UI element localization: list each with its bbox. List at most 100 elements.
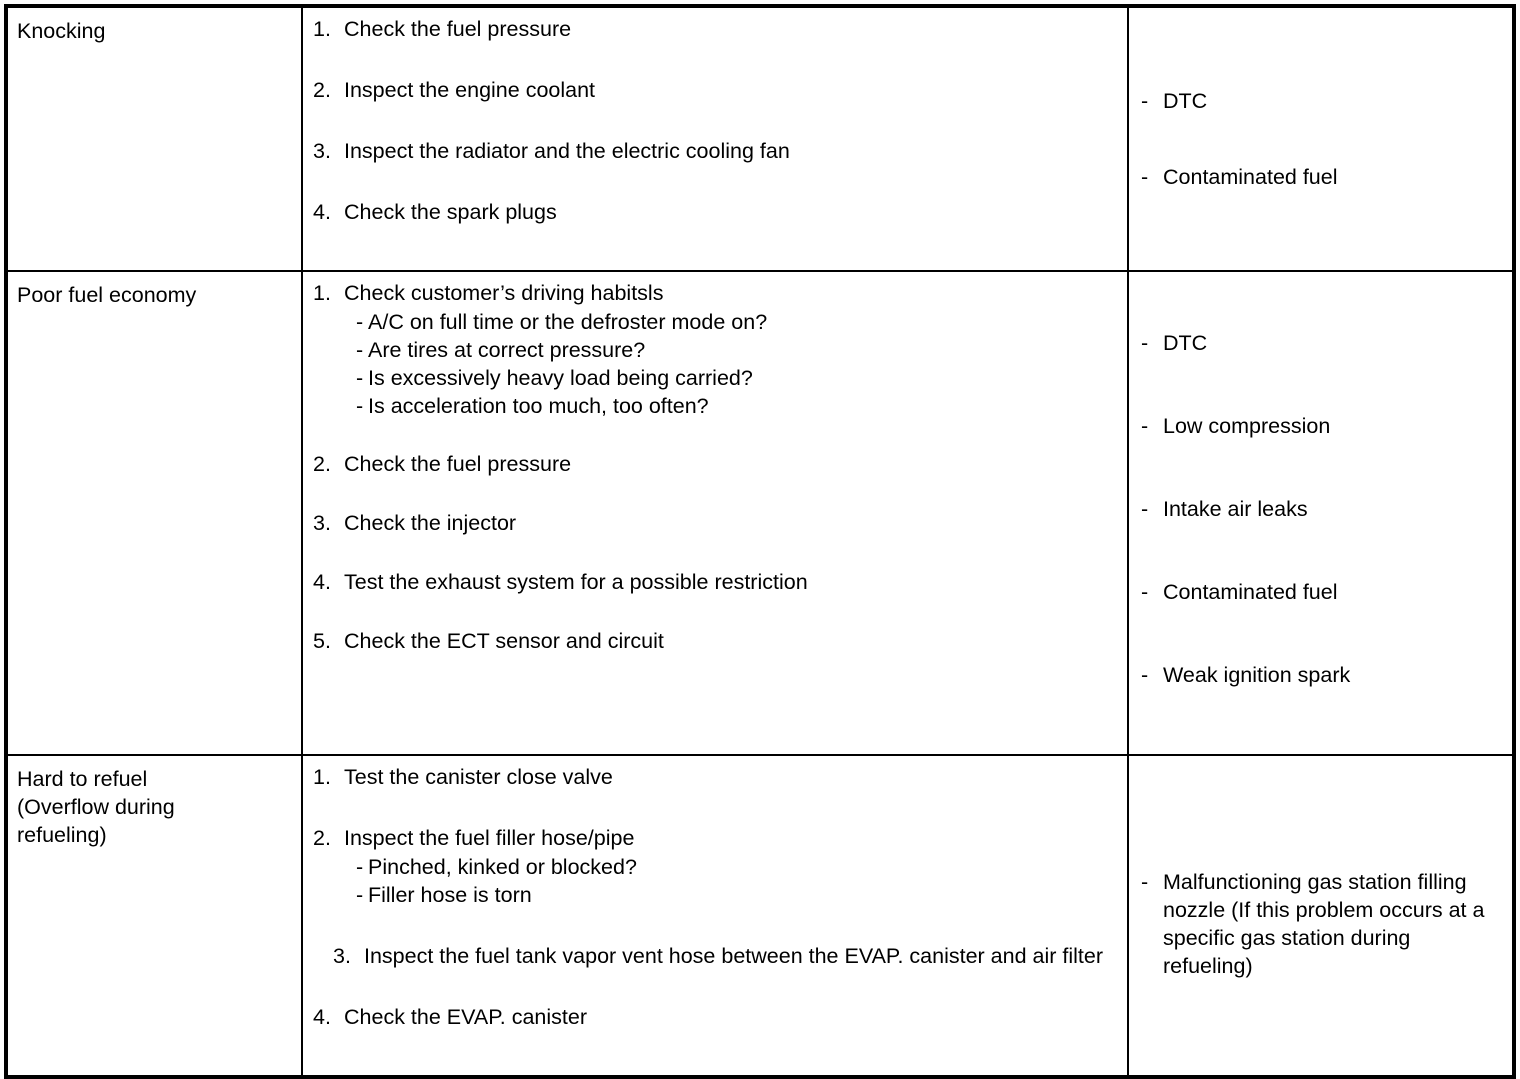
cause-label: Intake air leaks xyxy=(1163,496,1308,521)
cause-text: -DTC -Contaminated fuel xyxy=(1129,8,1512,250)
cause-list: -DTC -Contaminated fuel xyxy=(1141,16,1502,192)
step-number: 1. xyxy=(313,280,331,305)
step-number: 3. xyxy=(313,138,331,163)
step-item: 3. Inspect the radiator and the electric … xyxy=(313,138,1117,166)
cause-item: -Contaminated fuel xyxy=(1141,164,1502,192)
substep-item: -Pinched, kinked or blocked? xyxy=(325,854,1117,882)
cause-label: DTC xyxy=(1163,89,1208,113)
substep-text: Is acceleration too much, too often? xyxy=(368,393,709,418)
step-item: 4.Test the exhaust system for a possible… xyxy=(313,569,1117,597)
cause-text: -Malfunctioning gas station filling nozz… xyxy=(1129,756,1512,991)
substep-item: -Are tires at correct pressure? xyxy=(325,337,1117,365)
substep-item: -Is acceleration too much, too often? xyxy=(325,393,1117,421)
step-number: 3. xyxy=(333,944,351,969)
step-text: Check the fuel pressure xyxy=(344,452,572,477)
cause-label: Low compression xyxy=(1163,413,1331,438)
cause-cell: -Malfunctioning gas station filling nozz… xyxy=(1127,754,1515,1079)
cause-item: -Weak ignition spark xyxy=(1141,662,1502,690)
procedure-cell: 1. Check customer’s driving habitsls -A/C… xyxy=(301,269,1129,757)
dash-glyph: - xyxy=(356,883,364,908)
dash-glyph: - xyxy=(1141,330,1149,355)
symptom-cell: Hard to refuel (Overflow during refuelin… xyxy=(5,754,303,1079)
step-main: 4. Check the spark plugs xyxy=(313,199,1117,227)
cause-label: DTC xyxy=(1163,330,1208,355)
step-item: 2.Inspect the engine coolant xyxy=(313,77,1117,105)
cause-label: Malfunctioning gas station filling nozzl… xyxy=(1163,870,1485,979)
step-item: 3.Check the injector xyxy=(313,510,1117,538)
dash-glyph: - xyxy=(356,309,364,334)
step-text: Inspect the fuel filler hose/pipe xyxy=(344,826,635,851)
table-row: Poor fuel economy 1. Check customer’s dri… xyxy=(5,269,1515,757)
dash-glyph: - xyxy=(1141,496,1149,521)
step-main: 4.Check the EVAP. canister xyxy=(313,1004,1117,1032)
step-item: 4.Check the EVAP. canister xyxy=(313,1004,1117,1032)
symptom-text: Poor fuel economy xyxy=(8,272,301,320)
cause-list: -Malfunctioning gas station filling nozz… xyxy=(1141,764,1502,981)
step-number: 2. xyxy=(313,77,331,102)
dash-glyph: - xyxy=(1141,89,1149,113)
dash-glyph: - xyxy=(356,365,364,390)
dash-glyph: - xyxy=(1141,413,1149,438)
step-text: Check customer’s driving habitsls xyxy=(344,280,664,305)
step-main: 5.Check the ECT sensor and circuit xyxy=(313,628,1117,656)
dash-glyph: - xyxy=(1141,164,1149,189)
dash-glyph: - xyxy=(356,393,364,418)
cause-cell: -DTC -Contaminated fuel xyxy=(1127,5,1515,272)
step-list: 1.Check the fuel pressure 2.Inspect the … xyxy=(313,16,1117,227)
step-main: 2.Inspect the engine coolant xyxy=(313,77,1117,105)
symptom-cell: Poor fuel economy xyxy=(5,269,303,757)
step-text: Check the injector xyxy=(344,511,517,536)
procedure-text: 1.Test the canister close valve 2.Inspec… xyxy=(303,756,1127,1075)
dash-glyph: - xyxy=(1141,662,1149,687)
troubleshooting-table: Knocking 1.Check the fuel pressure 2.Ins… xyxy=(4,4,1516,1079)
cause-item: -Low compression xyxy=(1141,413,1502,441)
step-text: Check the spark plugs xyxy=(344,199,557,224)
procedure-cell: 1.Check the fuel pressure 2.Inspect the … xyxy=(301,5,1129,272)
step-main: 3. Inspect the fuel tank vapor vent hose … xyxy=(313,943,1117,971)
symptom-line: Poor fuel economy xyxy=(17,282,197,307)
step-item: 5.Check the ECT sensor and circuit xyxy=(313,628,1117,656)
step-text: Check the fuel pressure xyxy=(344,17,572,41)
page-sheet: Knocking 1.Check the fuel pressure 2.Ins… xyxy=(0,4,1520,1079)
step-main: 1. Check the fuel pressure xyxy=(313,16,1117,44)
step-number: 1. xyxy=(313,17,331,41)
substep-item: -Filler hose is torn xyxy=(325,882,1117,910)
symptom-line: refueling) xyxy=(17,823,107,848)
substep-list: -A/C on full time or the defroster mode … xyxy=(313,309,1117,421)
procedure-text: 1. Check customer’s driving habitsls -A/C… xyxy=(303,272,1127,697)
step-item: 3. Inspect the fuel tank vapor vent hose … xyxy=(313,943,1117,971)
dash-glyph: - xyxy=(356,337,364,362)
step-main: 1.Test the canister close valve xyxy=(313,764,1117,792)
cause-item: -Contaminated fuel xyxy=(1141,579,1502,607)
dash-glyph: - xyxy=(1141,870,1149,895)
cause-label: Contaminated fuel xyxy=(1163,579,1338,604)
step-number: 2. xyxy=(313,452,331,477)
symptom-line: (Overflow during xyxy=(17,795,175,820)
substep-text: Pinched, kinked or blocked? xyxy=(368,855,637,880)
cause-label: Contaminated fuel xyxy=(1163,164,1338,189)
cause-item: -Malfunctioning gas station filling nozz… xyxy=(1141,869,1502,981)
substep-text: Is excessively heavy load being carried? xyxy=(368,365,753,390)
step-main: 1. Check customer’s driving habitsls xyxy=(313,280,1117,308)
symptom-line: Hard to refuel xyxy=(17,767,148,792)
dash-glyph: - xyxy=(1141,579,1149,604)
symptom-text: Hard to refuel (Overflow during refuelin… xyxy=(8,756,301,860)
step-text: Inspect the radiator and the electric co… xyxy=(344,138,790,163)
procedure-cell: 1.Test the canister close valve 2.Inspec… xyxy=(301,754,1129,1079)
step-list: 1.Test the canister close valve 2.Inspec… xyxy=(313,764,1117,1032)
cause-cell: -DTC -Low compression -Intake air leaks … xyxy=(1127,269,1515,757)
symptom-cell: Knocking xyxy=(5,5,303,272)
step-text: Inspect the fuel tank vapor vent hose be… xyxy=(364,944,1104,969)
cause-text: -DTC -Low compression -Intake air leaks … xyxy=(1129,272,1512,755)
step-main: 2. Check the fuel pressure xyxy=(313,451,1117,479)
step-main: 3.Check the injector xyxy=(313,510,1117,538)
step-item: 1.Test the canister close valve xyxy=(313,764,1117,792)
table-row: Knocking 1.Check the fuel pressure 2.Ins… xyxy=(5,5,1515,272)
step-number: 4. xyxy=(313,199,331,224)
step-main: 2.Inspect the fuel filler hose/pipe xyxy=(313,825,1117,853)
cause-item: -Intake air leaks xyxy=(1141,496,1502,524)
step-text: Test the canister close valve xyxy=(344,765,613,790)
symptom-line: Knocking xyxy=(17,19,106,43)
symptom-text: Knocking xyxy=(8,8,301,56)
substep-text: Are tires at correct pressure? xyxy=(368,337,646,362)
